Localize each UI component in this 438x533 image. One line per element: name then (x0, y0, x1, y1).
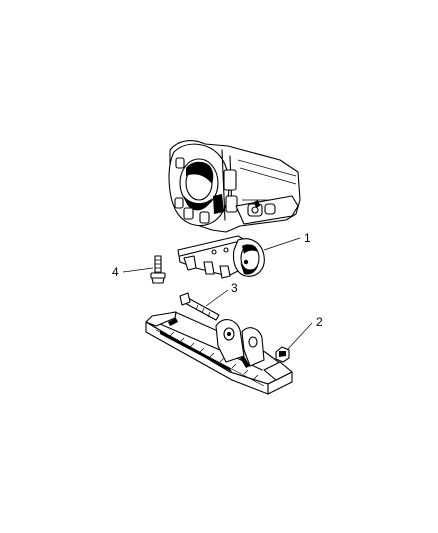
leader-line-2 (286, 322, 313, 351)
callout-4: 4 (112, 265, 119, 279)
callout-3: 3 (231, 281, 238, 295)
transmission-case (168, 140, 301, 233)
through-bolt (179, 292, 220, 321)
leader-line-1 (263, 237, 301, 251)
leader-line-4 (122, 267, 154, 273)
crossmember (145, 311, 293, 395)
callout-1: 1 (304, 231, 311, 245)
nut (275, 346, 290, 363)
callout-2: 2 (316, 315, 323, 329)
callout-labels: 1 2 3 4 (112, 231, 323, 329)
leader-line-3 (205, 289, 229, 307)
mount-bolt (150, 255, 166, 284)
leader-lines (122, 237, 313, 351)
transmission-mount (177, 235, 265, 279)
